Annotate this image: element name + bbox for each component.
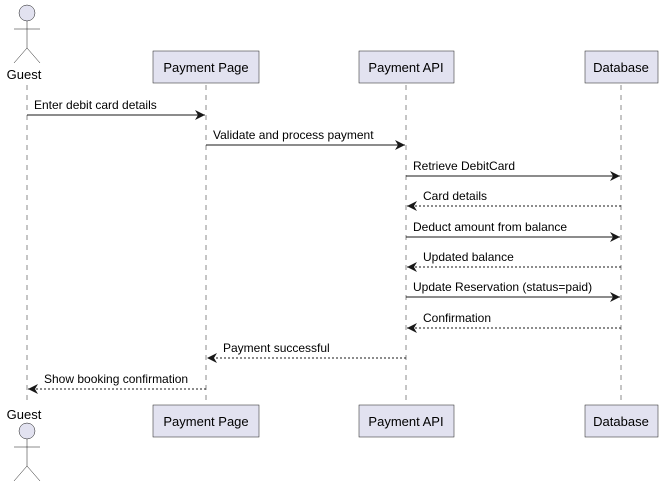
payment-page-label-bottom: Payment Page: [163, 414, 248, 429]
payment-api-label-bottom: Payment API: [368, 414, 443, 429]
guest-label-bottom: Guest: [7, 407, 42, 422]
message-label-8: Confirmation: [423, 311, 491, 325]
payment-api-box-bottom: Payment API: [358, 404, 455, 438]
message-label-6: Updated balance: [423, 250, 514, 264]
message-label-9: Payment successful: [223, 341, 330, 355]
message-label-3: Retrieve DebitCard: [413, 159, 515, 173]
guest-actor-head: [18, 4, 36, 22]
message-label-5: Deduct amount from balance: [413, 220, 567, 234]
payment-page-box-top: Payment Page: [152, 50, 260, 84]
database-label-top: Database: [593, 60, 649, 75]
payment-page-label-top: Payment Page: [163, 60, 248, 75]
payment-api-label-top: Payment API: [368, 60, 443, 75]
payment-api-box-top: Payment API: [358, 50, 455, 84]
guest-actor-body: [13, 21, 41, 64]
payment-page-box-bottom: Payment Page: [152, 404, 260, 438]
guest-actor-body-bottom: [13, 439, 41, 482]
guest-actor-head-bottom: [18, 422, 36, 440]
database-box-bottom: Database: [584, 404, 659, 438]
database-box-top: Database: [584, 50, 659, 84]
message-label-4: Card details: [423, 189, 487, 203]
guest-actor-top: Guest: [7, 4, 42, 82]
message-label-10: Show booking confirmation: [44, 372, 188, 386]
database-label-bottom: Database: [593, 414, 649, 429]
guest-label-top: Guest: [7, 67, 42, 82]
message-label-2: Validate and process payment: [213, 128, 374, 142]
guest-actor-bottom: Guest: [7, 407, 42, 482]
message-label-7: Update Reservation (status=paid): [413, 280, 592, 294]
message-label-1: Enter debit card details: [34, 98, 157, 112]
